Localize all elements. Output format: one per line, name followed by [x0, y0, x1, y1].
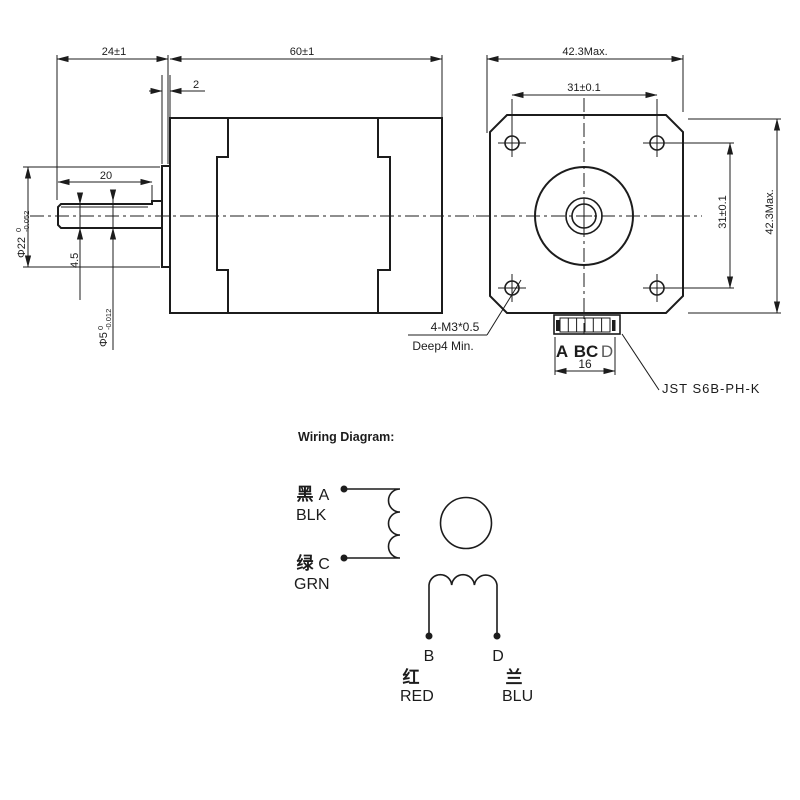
wire-d-pin: D [492, 648, 504, 665]
svg-text:0: 0 [96, 326, 105, 330]
wire-c-pin: C [318, 556, 330, 573]
rear-plate-step [377, 118, 391, 313]
dim-face-height: 42.3Max. [764, 189, 776, 234]
wire-b-cn: 红 [403, 667, 420, 687]
svg-text:0: 0 [14, 228, 23, 232]
motor-body-outline [169, 117, 443, 314]
wire-c-cn: 绿 [297, 553, 315, 573]
pin-label-a: A [556, 342, 568, 361]
dim-shaft-length: 24±1 [102, 46, 126, 58]
terminal-c [340, 554, 348, 562]
wire-b-color: RED [400, 688, 434, 705]
face-outline [489, 114, 684, 314]
coil-a-c [347, 488, 401, 559]
dim-hole-spacing-h: 31±0.1 [567, 82, 601, 94]
dim-flat-length: 20 [100, 170, 112, 182]
wire-b-pin: B [424, 648, 435, 665]
terminal-a [340, 485, 348, 493]
svg-text:-0.012: -0.012 [104, 309, 113, 330]
svg-text:-0.052: -0.052 [22, 211, 31, 232]
wire-c-color: GRN [294, 576, 330, 593]
screw-note-line2: Deep4 Min. [412, 339, 473, 353]
mounting-hole-bottom-left [498, 274, 526, 302]
dim-connector-width: 16 [578, 357, 592, 371]
dim-face-width: 42.3Max. [562, 46, 607, 58]
connector-type-label: JST S6B-PH-K [662, 381, 760, 396]
wire-a-color: BLK [296, 507, 327, 524]
pin-label-bc: BC [574, 342, 599, 361]
dim-shaft-diameter: Φ5 0 -0.012 [96, 309, 113, 347]
dim-body-length: 60±1 [290, 46, 314, 58]
svg-text:4.5: 4.5 [69, 253, 81, 268]
shaft [57, 200, 162, 229]
svg-text:Φ22: Φ22 [16, 237, 28, 258]
shaft-outline [57, 200, 162, 229]
mounting-hole-top-left [498, 129, 526, 157]
connector [553, 314, 621, 335]
dim-hole-spacing-v: 31±0.1 [717, 195, 729, 229]
rotor-circle [439, 496, 493, 550]
dim-flat-depth: 4.5 [69, 253, 81, 268]
coil-b-d [428, 573, 498, 634]
wire-d-cn: 兰 [506, 667, 523, 687]
front-plate-step [216, 118, 229, 313]
wire-a-pin: A [319, 487, 330, 504]
connector-pins [559, 317, 611, 333]
terminal-b [425, 632, 433, 640]
wire-d-color: BLU [502, 688, 533, 705]
wire-a-cn: 黑 [297, 485, 314, 504]
connector-housing [553, 314, 621, 335]
front-view: 42.3Max. 31±0.1 31±0.1 42.3Max. 4-M3*0.5… [408, 46, 781, 396]
screw-note-leader [486, 279, 522, 336]
wiring-title: Wiring Diagram: [298, 430, 394, 444]
wiring-diagram: Wiring Diagram: 黑 A BLK 绿 C GRN B 红 RED … [294, 430, 533, 705]
svg-text:31±0.1: 31±0.1 [717, 195, 729, 229]
connector-latch-right [612, 320, 616, 331]
pin-label-d: D [601, 342, 613, 361]
svg-text:42.3Max.: 42.3Max. [764, 189, 776, 234]
terminal-d [493, 632, 501, 640]
connector-latch-left [556, 320, 560, 331]
side-view: 24±1 60±1 2 20 4.5 Φ5 0 -0.012 [14, 46, 474, 350]
dim-boss-diameter: Φ22 0 -0.052 [14, 211, 31, 258]
dim-boss-length: 2 [193, 79, 199, 91]
connector-leader [621, 333, 660, 391]
screw-note-line1: 4-M3*0.5 [431, 320, 480, 334]
svg-text:Φ5: Φ5 [98, 332, 110, 347]
